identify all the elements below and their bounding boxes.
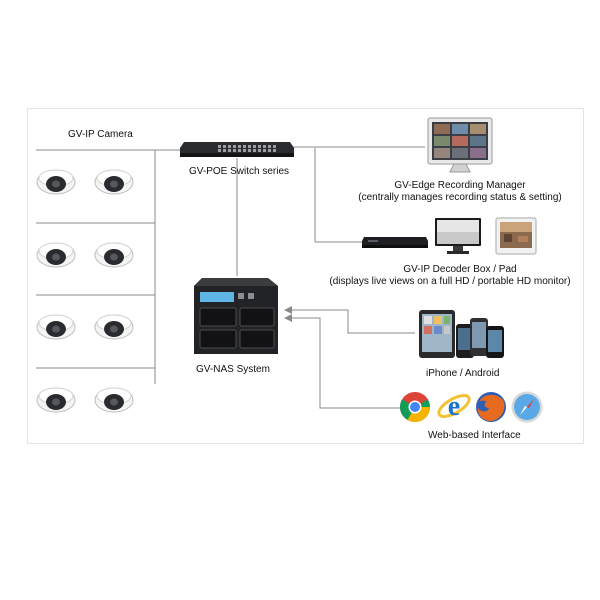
- dome-camera-icon: [36, 169, 76, 195]
- dome-camera-icon: [94, 242, 134, 268]
- dome-camera-icon: [36, 314, 76, 340]
- decoder-description: (displays live views on a full HD / port…: [329, 276, 571, 287]
- nas-label: GV-NAS System: [196, 364, 270, 375]
- dome-camera-icon: [94, 314, 134, 340]
- decoder-title: GV-IP Decoder Box / Pad: [403, 264, 517, 275]
- dome-camera-icon: [94, 169, 134, 195]
- chrome-browser-icon: [400, 392, 430, 423]
- hd-monitor-icon: [435, 218, 481, 254]
- tablet-pad-icon: [495, 217, 537, 255]
- dome-camera-icon: [36, 242, 76, 268]
- mobile-label: iPhone / Android: [426, 368, 500, 379]
- desktop-monitor-icon: [427, 117, 493, 173]
- switch-label: GV-POE Switch series: [189, 166, 290, 177]
- svg-text:e: e: [448, 391, 460, 422]
- dome-camera-icon: [36, 387, 76, 413]
- edge-title: GV-Edge Recording Manager: [394, 180, 526, 191]
- safari-browser-icon: [511, 391, 543, 423]
- poe-switch-icon: [180, 142, 294, 157]
- dome-camera-icon: [94, 387, 134, 413]
- edge-description: (centrally manages recording status & se…: [358, 192, 562, 203]
- smartphone-icon: [419, 310, 504, 358]
- internet-explorer-icon: e: [437, 391, 471, 422]
- decoder-box-icon: [362, 237, 428, 248]
- camera-label: GV-IP Camera: [68, 129, 133, 140]
- web-label: Web-based Interface: [428, 430, 521, 441]
- nas-server-icon: [194, 278, 278, 354]
- firefox-browser-icon: [476, 392, 506, 422]
